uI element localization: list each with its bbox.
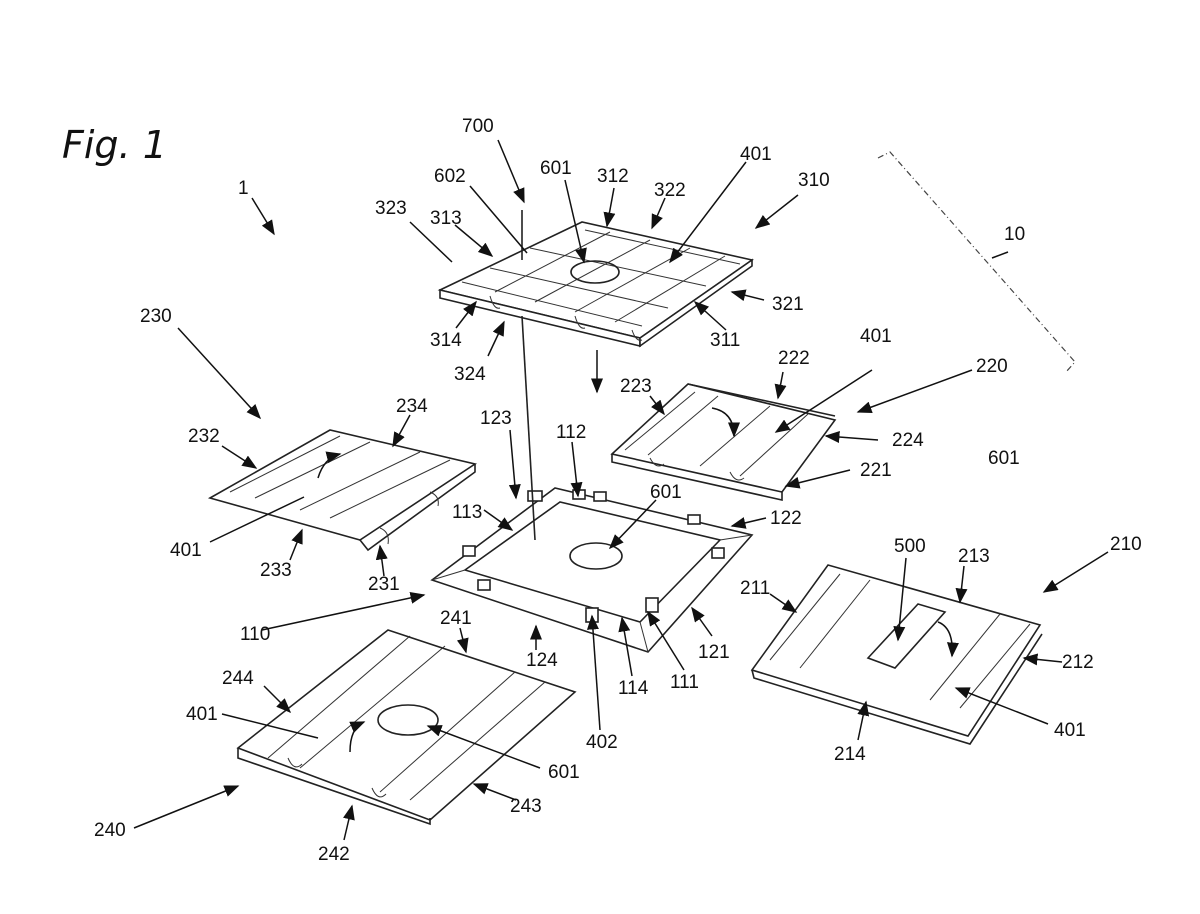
label-401-bottom: 401 bbox=[186, 704, 218, 725]
side-panel-240 bbox=[236, 629, 577, 826]
label-10: 10 bbox=[1004, 224, 1025, 245]
label-500: 500 bbox=[894, 536, 926, 557]
label-602: 602 bbox=[434, 166, 466, 187]
leader-lines bbox=[133, 139, 1109, 841]
label-220: 220 bbox=[976, 356, 1008, 377]
label-214: 214 bbox=[834, 744, 866, 765]
label-111: 111 bbox=[670, 672, 699, 693]
label-321: 321 bbox=[772, 294, 804, 315]
label-401-right-bottom: 401 bbox=[1054, 720, 1086, 741]
label-233: 233 bbox=[260, 560, 292, 581]
label-122: 122 bbox=[770, 508, 802, 529]
label-700: 700 bbox=[462, 116, 494, 137]
label-401-top: 401 bbox=[740, 144, 772, 165]
label-242: 242 bbox=[318, 844, 350, 865]
label-314: 314 bbox=[430, 330, 462, 351]
figure-title: Fig. 1 bbox=[62, 123, 167, 167]
side-panel-210 bbox=[750, 564, 1043, 745]
label-230: 230 bbox=[140, 306, 172, 327]
label-113: 113 bbox=[452, 502, 482, 523]
label-224: 224 bbox=[892, 430, 924, 451]
label-221: 221 bbox=[860, 460, 892, 481]
label-323: 323 bbox=[375, 198, 407, 219]
label-402: 402 bbox=[586, 732, 618, 753]
label-601-base: 601 bbox=[650, 482, 682, 503]
label-112: 112 bbox=[556, 422, 586, 443]
label-114: 114 bbox=[618, 678, 649, 699]
label-310: 310 bbox=[798, 170, 830, 191]
label-240: 240 bbox=[94, 820, 126, 841]
motion-arrows bbox=[317, 210, 959, 753]
label-210: 210 bbox=[1110, 534, 1142, 555]
label-222: 222 bbox=[778, 348, 810, 369]
label-601-right: 601 bbox=[988, 448, 1020, 469]
label-121: 121 bbox=[698, 642, 730, 663]
label-231: 231 bbox=[368, 574, 400, 595]
label-601-top: 601 bbox=[540, 158, 572, 179]
label-244: 244 bbox=[222, 668, 254, 689]
label-324: 324 bbox=[454, 364, 486, 385]
reference-labels: 1 10 700 602 601 312 322 401 310 323 313… bbox=[94, 116, 1142, 865]
label-401-left: 401 bbox=[170, 540, 202, 561]
top-plate-310 bbox=[437, 221, 754, 348]
label-211: 211 bbox=[740, 578, 770, 599]
label-124: 124 bbox=[526, 650, 558, 671]
label-312: 312 bbox=[597, 166, 629, 187]
label-313: 313 bbox=[430, 208, 462, 229]
label-212: 212 bbox=[1062, 652, 1094, 673]
label-311: 311 bbox=[710, 330, 740, 351]
label-601-bottom: 601 bbox=[548, 762, 580, 783]
label-401-right-top: 401 bbox=[860, 326, 892, 347]
label-110: 110 bbox=[240, 624, 270, 645]
label-213: 213 bbox=[958, 546, 990, 567]
label-1: 1 bbox=[238, 178, 249, 199]
label-232: 232 bbox=[188, 426, 220, 447]
label-322: 322 bbox=[654, 180, 686, 201]
side-panel-220 bbox=[610, 383, 837, 501]
side-panel-230 bbox=[207, 429, 477, 552]
label-243: 243 bbox=[510, 796, 542, 817]
assembly-bracket bbox=[877, 151, 1076, 373]
label-234: 234 bbox=[396, 396, 428, 417]
label-241: 241 bbox=[440, 608, 472, 629]
label-123: 123 bbox=[480, 408, 512, 429]
label-223: 223 bbox=[620, 376, 652, 397]
